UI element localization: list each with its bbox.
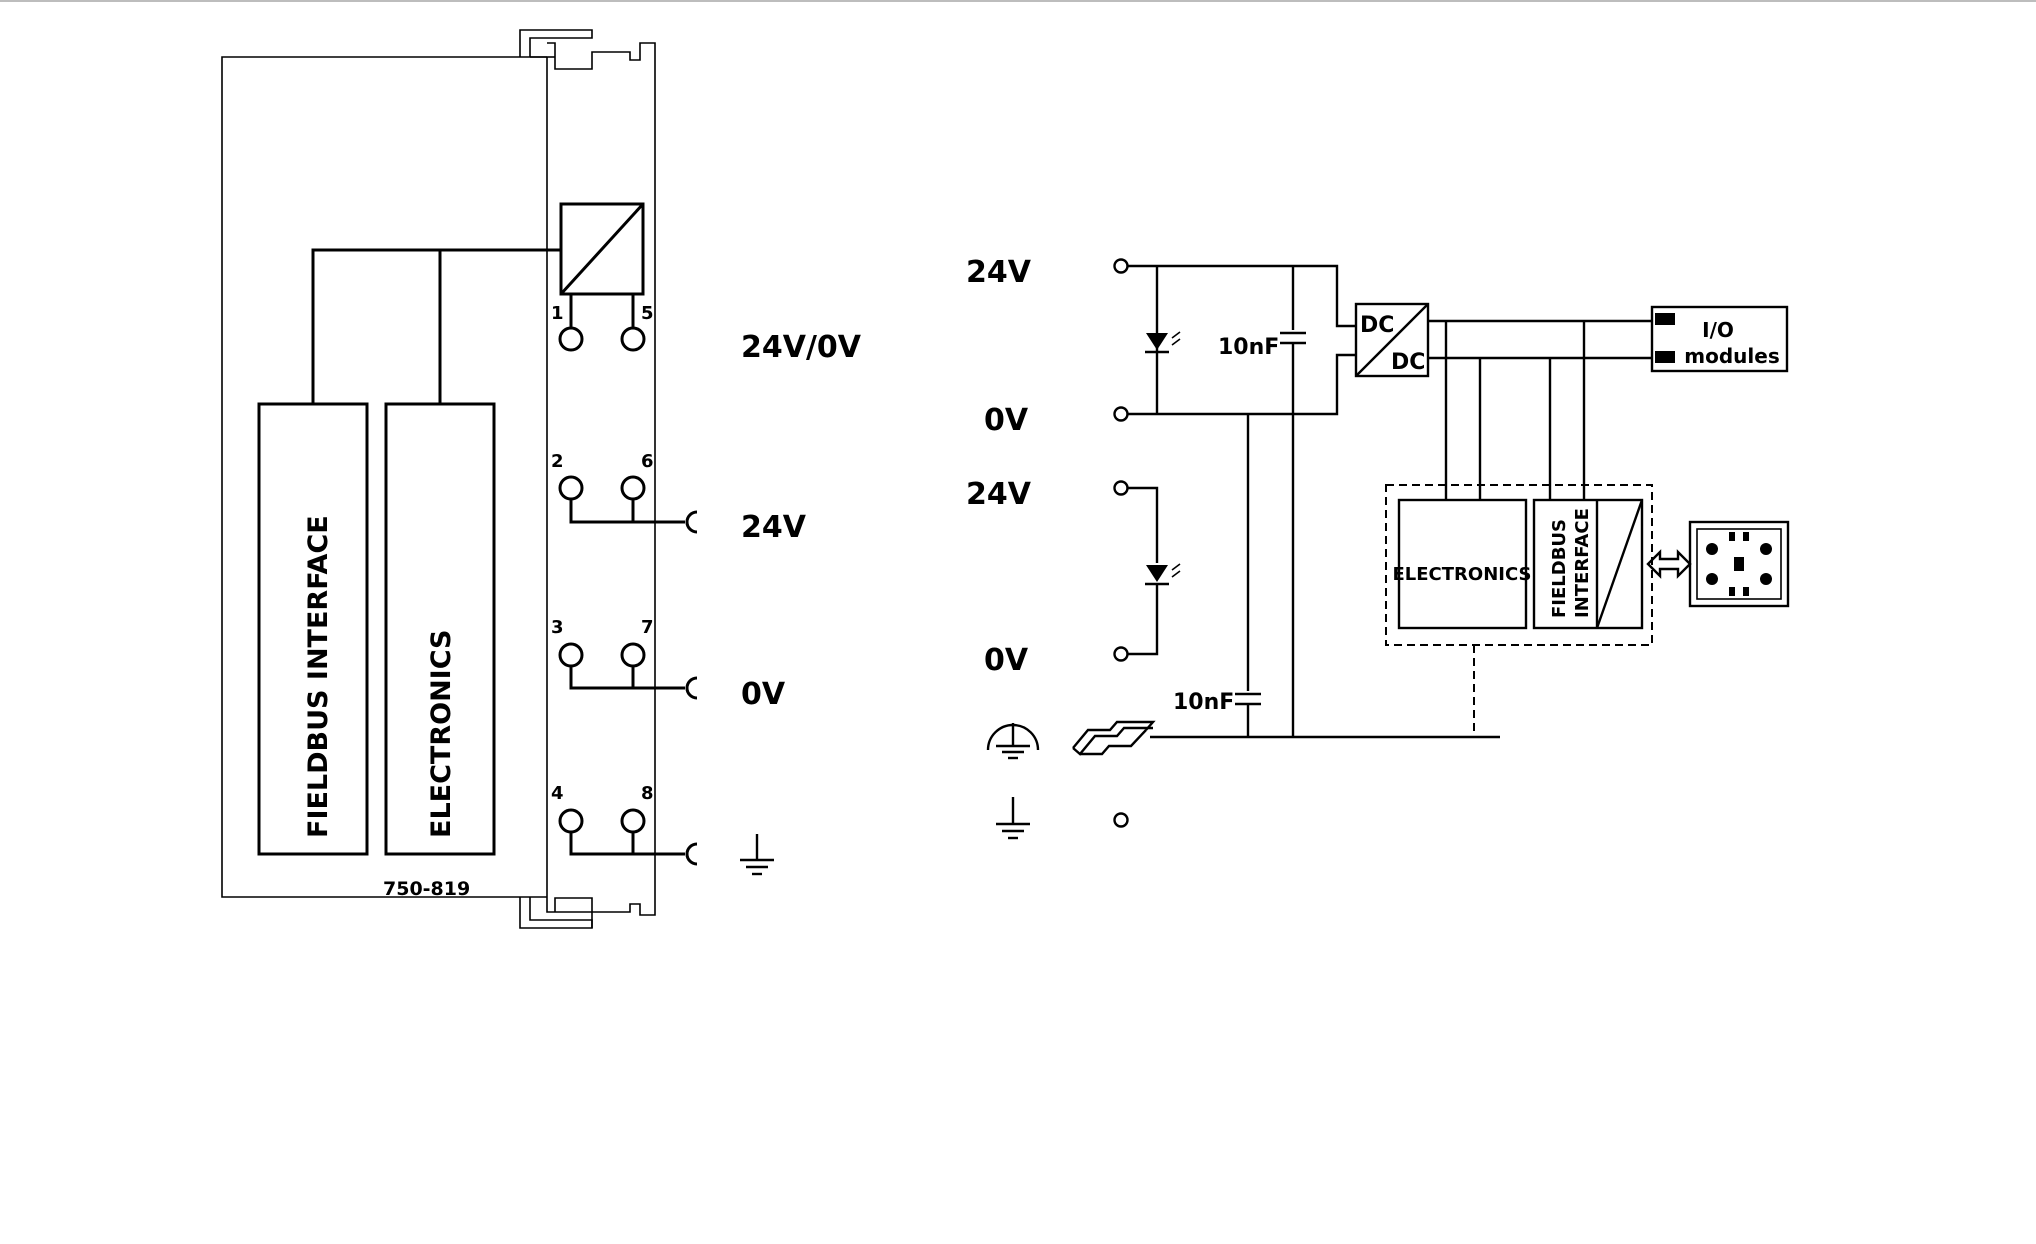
ground-icon (740, 834, 774, 876)
terminal-number-3: 3 (551, 617, 564, 638)
capacitor-bottom-icon (1235, 692, 1261, 706)
schematic-24v-top-label: 24V (966, 255, 1032, 290)
schematic-24v-bottom-label: 24V (966, 477, 1032, 512)
schematic-electronics-box (1397, 498, 1528, 630)
io-modules-box (1650, 305, 1789, 373)
led-diode-bottom-icon (1145, 563, 1181, 586)
module-housing (221, 29, 656, 929)
io-modules-line1: I/O (1702, 318, 1734, 342)
terminal-pair-1-5 (558, 294, 646, 352)
io-connector-top (1655, 313, 1675, 325)
schematic-fieldbus-line1: FIELDBUS (1549, 519, 1570, 618)
plus-24v-label: 24V (741, 510, 807, 545)
zero-v-label: 0V (741, 677, 786, 712)
schematic-fieldbus-line2: INTERFACE (1572, 508, 1593, 618)
supply-label: 24V/0V (741, 330, 862, 365)
top-border (0, 0, 2036, 2)
terminal-number-4: 4 (551, 783, 564, 804)
schematic-fieldbus-box (1532, 498, 1644, 630)
fieldbus-interface-label: FIELDBUS INTERFACE (303, 515, 334, 838)
electronics-label: ELECTRONICS (426, 630, 457, 838)
controller-enclosure (1385, 484, 1653, 646)
terminal-pair-3-7 (558, 642, 698, 700)
part-number: 750-819 (383, 878, 470, 900)
terminal-number-2: 2 (551, 451, 564, 472)
terminal-number-7: 7 (641, 617, 654, 638)
protective-earth-icon (986, 723, 1040, 760)
dc-dc-converter-icon (559, 202, 645, 296)
capacitor-icon (1280, 331, 1306, 345)
terminal-pair-4-8 (558, 808, 698, 866)
capacitor-top-label: 10nF (1218, 335, 1279, 360)
terminal-number-1: 1 (551, 303, 564, 324)
led-diode-icon (1145, 331, 1181, 354)
terminal-number-5: 5 (641, 303, 654, 324)
terminal-24v-top (1113, 258, 1129, 274)
schematic-electronics-label: ELECTRONICS (1393, 564, 1532, 585)
terminal-pair-2-6 (558, 475, 698, 534)
terminal-number-8: 8 (641, 783, 654, 804)
io-connector-bottom (1655, 351, 1675, 363)
fieldbus-connector-icon (1688, 520, 1790, 608)
capacitor-bottom-label: 10nF (1173, 690, 1234, 715)
terminal-0v-top (1113, 406, 1129, 422)
io-modules-line2: modules (1684, 344, 1779, 368)
schematic-0v-bottom-label: 0V (984, 643, 1029, 678)
double-arrow-icon (1646, 549, 1692, 579)
terminal-24v-bottom (1113, 480, 1129, 496)
din-rail-icon (1072, 720, 1156, 756)
dcdc-top-label: DC (1360, 313, 1394, 338)
ground-bottom-icon (996, 797, 1030, 840)
terminal-0v-bottom (1113, 646, 1129, 662)
terminal-pe (1113, 812, 1129, 828)
dcdc-bottom-label: DC (1391, 350, 1425, 375)
dc-dc-converter-main-icon (1354, 302, 1430, 378)
terminal-number-6: 6 (641, 451, 654, 472)
schematic-0v-top-label: 0V (984, 403, 1029, 438)
